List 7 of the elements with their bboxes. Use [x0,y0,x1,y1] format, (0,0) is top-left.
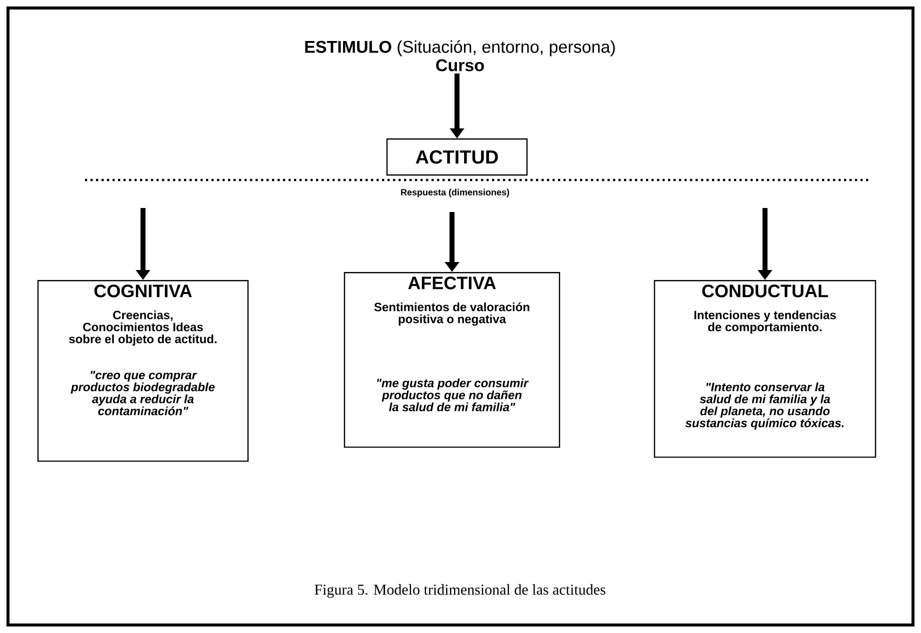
stimulus-text: ESTIMULO (Situación, entorno, persona) Curso [305,40,615,72]
caption: Figura 5. Modelo tridimensional de las actitudes [314,584,606,598]
response-label: Respuesta (dimensiones) [401,188,510,198]
attitude-box: ACTITUD [386,138,528,176]
dimension-box: AFECTIVA Sentimientos de valoración positiva o negativa "me gusta poder consumir productos que no dañen la salud de mi familia" [344,272,560,448]
dimension-box: COGNITIVA Creencias, Conocimientos Ideas sobre el objeto de actitud. "creo que comprar productos biodegradable ayuda a reducir la contaminación" [37,280,249,462]
dimension-box: CONDUCTUAL Intenciones y tendencias de comportamiento. "Intento conservar la salud de mi familia y la del planeta, no usando sustancias químico tóxicas. [654,280,876,458]
